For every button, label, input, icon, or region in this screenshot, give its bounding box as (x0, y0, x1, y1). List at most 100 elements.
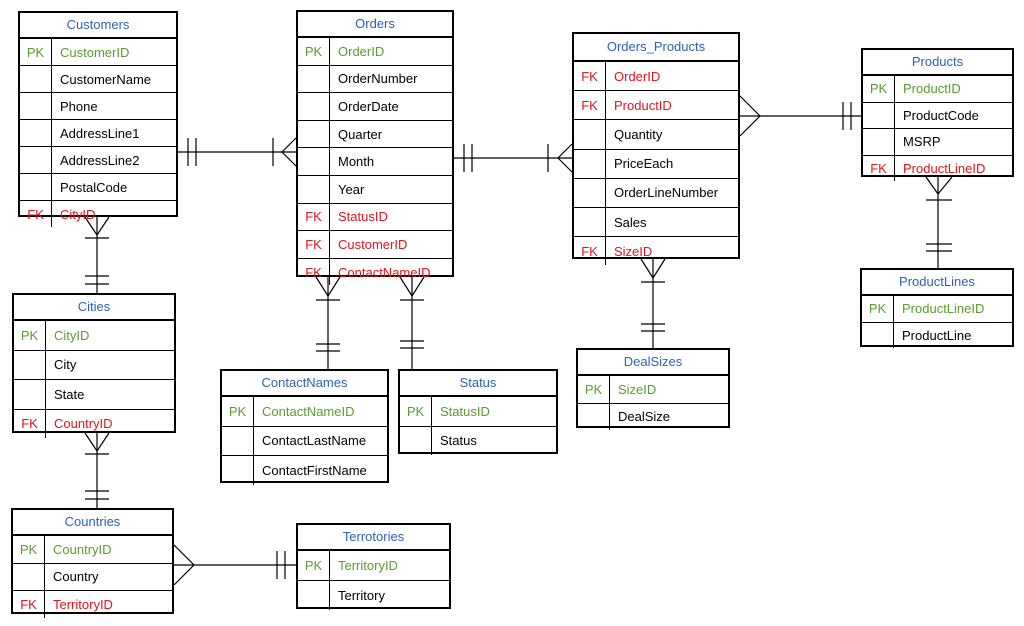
key-label: PK (13, 536, 45, 563)
attribute-name: ContactNameID (262, 403, 355, 419)
rel-territories-countries (173, 544, 296, 586)
rel-products-ordersproducts (739, 95, 861, 137)
key-label (862, 322, 894, 348)
key-label (222, 426, 254, 456)
attribute-row: FK CityID (20, 200, 176, 227)
attribute-name: CustomerName (60, 71, 152, 87)
rel-productlines-products (925, 176, 953, 268)
entity-title: Products (863, 50, 1012, 75)
key-label: FK (298, 258, 330, 286)
key-label (574, 149, 606, 178)
entity-title: Terrotories (298, 525, 449, 550)
attribute-name: Status (440, 433, 477, 449)
attribute-row: Year (298, 174, 452, 203)
attribute-row: ContactFirstName (222, 455, 387, 485)
attribute-row: PK ContactNameID (222, 396, 387, 426)
entity-title: Orders (298, 12, 452, 37)
attribute-row: FK OrderID (574, 61, 738, 91)
attribute-row: AddressLine1 (20, 119, 176, 146)
entity-dealsizes[interactable]: DealSizes PK SizeID DealSize (576, 348, 730, 430)
key-label (298, 175, 330, 203)
attribute-name: State (54, 386, 85, 402)
key-label (574, 120, 606, 149)
entity-countries[interactable]: Countries PK CountryID Country FK Territ… (11, 508, 174, 618)
attribute-row: PK OrderID (298, 37, 452, 65)
attribute-row: PK ProductID (863, 75, 1012, 102)
attribute-row: FK CustomerID (298, 230, 452, 258)
attribute-name: CountryID (53, 541, 112, 557)
key-label (20, 120, 52, 146)
key-label: PK (298, 551, 330, 580)
key-label (863, 129, 895, 155)
attribute-row: PK CityID (14, 320, 174, 350)
key-label: PK (14, 321, 46, 350)
attribute-row: PK CountryID (13, 535, 172, 563)
attribute-row: PK ProductLineID (862, 295, 1012, 322)
entity-orders[interactable]: Orders PK OrderID OrderNumber OrderDate … (296, 10, 454, 286)
key-label (400, 426, 432, 455)
attribute-row: OrderNumber (298, 64, 452, 93)
key-label (20, 174, 52, 200)
entity-title: Customers (20, 13, 176, 38)
entity-title: Countries (13, 510, 172, 535)
attribute-row: Quantity (574, 119, 738, 149)
attribute-name: ProductLineID (902, 301, 985, 317)
entity-title: DealSizes (578, 350, 728, 375)
entity-productlines[interactable]: ProductLines PK ProductLineID ProductLin… (860, 268, 1014, 348)
attribute-row: Country (13, 562, 172, 590)
attribute-row: FK SizeID (574, 236, 738, 266)
attribute-name: DealSize (618, 409, 671, 425)
attribute-row: ProductLine (862, 321, 1012, 348)
attribute-name: AddressLine1 (60, 125, 140, 141)
key-label: PK (863, 76, 895, 102)
attribute-name: AddressLine2 (60, 152, 140, 168)
key-label (14, 380, 46, 409)
attribute-name: ProductID (614, 97, 672, 113)
attribute-name: Quantity (614, 126, 663, 142)
attribute-name: SizeID (614, 243, 653, 259)
attribute-name: Territory (338, 588, 385, 603)
key-label (13, 563, 45, 590)
attribute-name: ProductID (903, 81, 961, 97)
attribute-name: PriceEach (614, 156, 674, 172)
key-label: PK (298, 38, 330, 65)
attribute-row: FK ContactNameID (298, 257, 452, 286)
attribute-row: Territory (298, 580, 449, 610)
entity-orders-products[interactable]: Orders_Products FK OrderID FK ProductID … (572, 32, 740, 266)
attribute-name: OrderLineNumber (614, 185, 719, 201)
attribute-name: TerritoryID (53, 596, 113, 612)
attribute-row: DealSize (578, 402, 728, 430)
attribute-row: MSRP (863, 128, 1012, 155)
attribute-row: FK StatusID (298, 202, 452, 231)
entity-status[interactable]: Status PK StatusID Status (398, 369, 558, 455)
attribute-row: Phone (20, 92, 176, 119)
attribute-row: Month (298, 147, 452, 175)
key-label (20, 93, 52, 119)
attribute-row: Quarter (298, 119, 452, 148)
attribute-row: PriceEach (574, 148, 738, 178)
attribute-name: Phone (60, 98, 98, 114)
rel-customers-orders (178, 137, 297, 167)
key-label: FK (20, 201, 52, 227)
attribute-name: Year (338, 181, 365, 197)
attribute-name: ContactFirstName (262, 462, 367, 478)
entity-title: ContactNames (222, 371, 387, 396)
entity-cities[interactable]: Cities PK CityID City State FK CountryID (12, 293, 176, 438)
entity-contactnames[interactable]: ContactNames PK ContactNameID ContactLas… (220, 369, 389, 485)
entity-terrotories[interactable]: Terrotories PK TerritoryID Territory (296, 523, 451, 610)
attribute-name: Sales (614, 214, 647, 230)
attribute-name: SizeID (618, 381, 657, 397)
attribute-name: City (54, 357, 77, 373)
entity-title: Status (400, 371, 556, 396)
key-label (298, 120, 330, 148)
key-label (863, 102, 895, 128)
attribute-row: State (14, 379, 174, 409)
entity-customers[interactable]: Customers PK CustomerID CustomerName Pho… (18, 11, 178, 227)
key-label (20, 66, 52, 92)
attribute-row: ContactLastName (222, 425, 387, 456)
entity-products[interactable]: Products PK ProductID ProductCode MSRP F… (861, 48, 1014, 181)
attribute-row: Sales (574, 206, 738, 237)
attribute-row: FK CountryID (14, 408, 174, 438)
rel-orders-ordersproducts (454, 143, 573, 173)
